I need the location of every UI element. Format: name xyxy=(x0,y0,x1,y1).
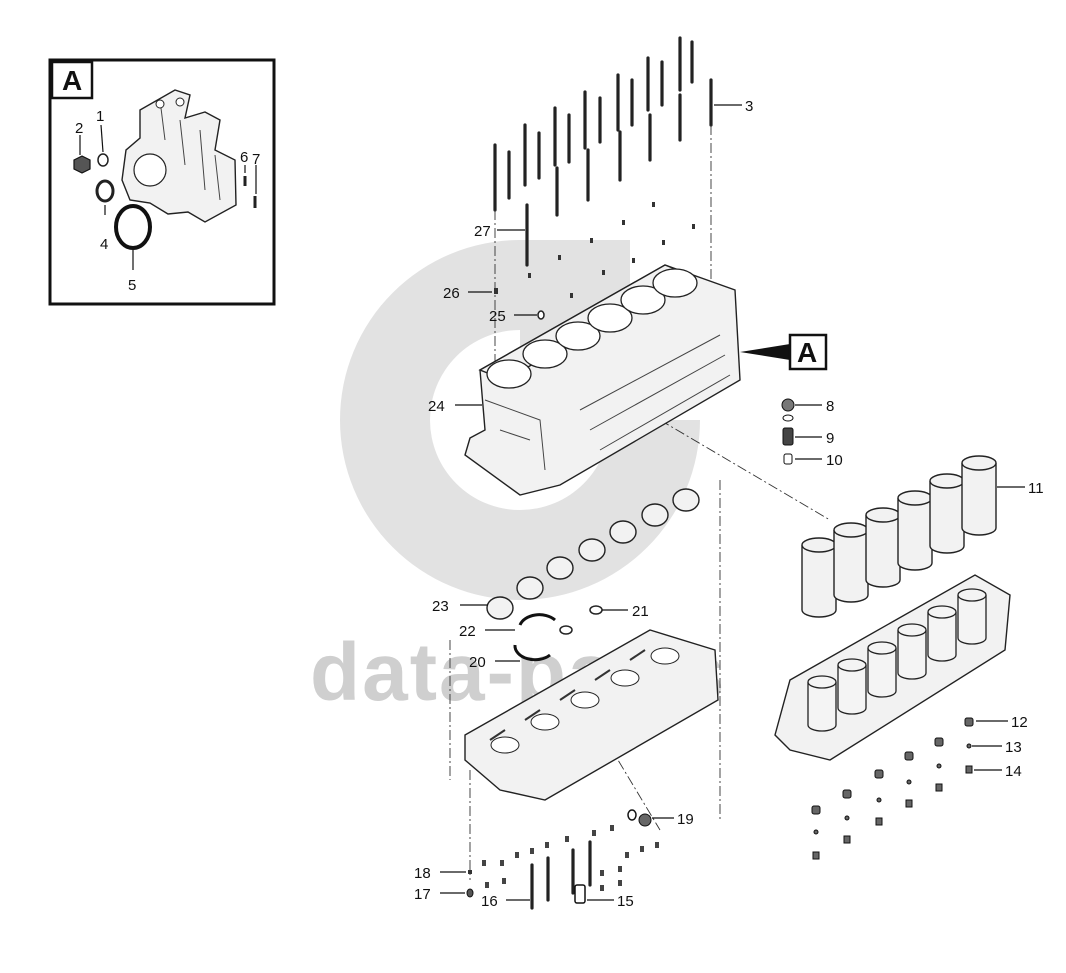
callout-11: 11 xyxy=(1028,480,1044,497)
callout-23: 23 xyxy=(432,598,449,615)
part-1-washer xyxy=(97,153,109,167)
main-bearings-23 xyxy=(486,488,700,620)
cylinder-liners-11 xyxy=(801,455,997,618)
detail-view-label: A xyxy=(62,65,82,96)
callout-2: 2 xyxy=(75,120,83,137)
sleeve-15 xyxy=(574,884,586,904)
view-arrow-a: A xyxy=(740,333,828,371)
front-housing xyxy=(121,89,237,223)
callout-10: 10 xyxy=(826,452,843,469)
callout-19: 19 xyxy=(677,811,694,828)
housing-bolt-hole xyxy=(175,97,185,107)
callout-24: 24 xyxy=(428,398,445,415)
housing-ribs xyxy=(159,99,221,201)
cooling-nozzles xyxy=(811,717,974,860)
detail-view-label-box xyxy=(50,60,94,100)
callout-4: 4 xyxy=(100,236,108,253)
oring-21 xyxy=(589,605,603,615)
callout-17: 17 xyxy=(414,886,431,903)
callout-9: 9 xyxy=(826,430,834,447)
callout-7: 7 xyxy=(252,151,260,168)
bedplate xyxy=(464,629,719,801)
callout-5: 5 xyxy=(128,277,136,294)
detail-view-a: A 2 1 4 5 6 7 xyxy=(48,58,276,306)
callout-16: 16 xyxy=(481,893,498,910)
pin-18 xyxy=(468,870,472,874)
watermark-logo xyxy=(340,240,700,600)
part-5-oring xyxy=(114,204,152,250)
callout-6: 6 xyxy=(240,149,248,166)
plug-19 xyxy=(627,809,652,827)
callout-8: 8 xyxy=(826,398,834,415)
callout-15: 15 xyxy=(617,893,634,910)
callout-1: 1 xyxy=(96,108,104,125)
bedplate-bolts xyxy=(482,825,659,891)
part-4-seal xyxy=(95,179,115,203)
block-with-liners xyxy=(774,574,1011,761)
callout-26: 26 xyxy=(443,285,460,302)
dowel-set xyxy=(528,202,695,298)
housing-bolt-hole xyxy=(155,99,165,109)
callout-21: 21 xyxy=(632,603,649,620)
callout-18: 18 xyxy=(414,865,431,882)
ring-25 xyxy=(537,310,545,320)
part-2-plug xyxy=(73,155,91,174)
cylinder-block-24 xyxy=(464,264,741,496)
washer-17 xyxy=(466,888,474,898)
oring-20 xyxy=(559,625,573,635)
leader-1 xyxy=(100,124,104,153)
callout-14: 14 xyxy=(1005,763,1022,780)
parts-8-9-10 xyxy=(781,398,795,465)
view-arrow-label: A xyxy=(797,337,817,368)
callout-12: 12 xyxy=(1011,714,1028,731)
pin-26 xyxy=(494,288,498,294)
stud-set-3 xyxy=(493,36,713,217)
callout-25: 25 xyxy=(489,308,506,325)
callout-22: 22 xyxy=(459,623,476,640)
callout-13: 13 xyxy=(1005,739,1022,756)
detail-view-frame xyxy=(48,58,276,306)
callout-3: 3 xyxy=(745,98,753,115)
callout-27: 27 xyxy=(474,223,491,240)
thrust-washers-22 xyxy=(513,613,556,662)
callout-20: 20 xyxy=(469,654,486,671)
housing-bore xyxy=(133,153,167,187)
